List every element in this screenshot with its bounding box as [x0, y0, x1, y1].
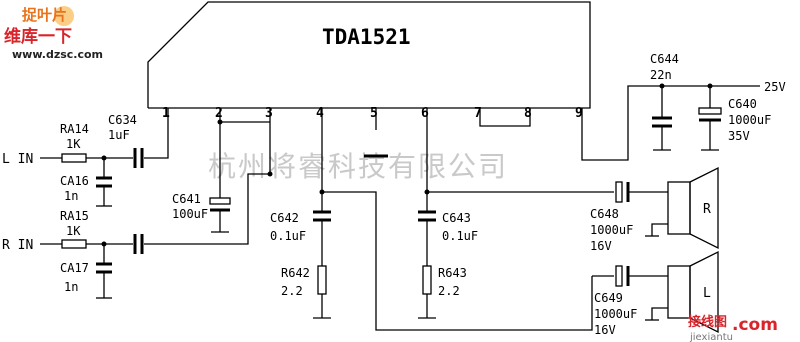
speaker-left-cone — [689, 250, 719, 334]
ca17-ref: CA17 — [60, 261, 89, 275]
speaker-right-return — [651, 223, 668, 236]
r643-resistor — [422, 265, 432, 295]
ca17-value: 1n — [64, 280, 78, 294]
brand-url: jiexiantu — [689, 332, 733, 342]
pin-6-label: 6 — [421, 106, 429, 121]
c644-value: 22n — [650, 68, 672, 82]
pin9-supply-wire — [581, 85, 760, 161]
speaker-right-body — [667, 181, 691, 235]
speaker-left-body — [667, 265, 691, 319]
brand-suffix: .com — [732, 315, 778, 335]
pin-2-label: 2 — [215, 106, 223, 121]
ra14-value: 1K — [66, 137, 81, 151]
r642-value: 2.2 — [281, 284, 303, 298]
ic-pin-labels: 1 2 3 4 5 6 7 8 9 — [162, 106, 583, 121]
ca16-ref: CA16 — [60, 174, 89, 188]
c641-value: 100uF — [172, 207, 208, 221]
c648-value: 1000uF — [590, 223, 633, 237]
brand-main: 接线图 — [688, 314, 727, 330]
c640-voltage: 35V — [728, 129, 750, 143]
ra15-resistor — [61, 239, 87, 249]
ic-outline — [147, 1, 591, 109]
left-input-label: L IN — [2, 152, 33, 167]
c648-ref: C648 — [590, 207, 619, 221]
c634-value: 1uF — [108, 128, 130, 142]
r642-ref: R642 — [281, 266, 310, 280]
r642-resistor — [317, 265, 327, 295]
c649-capacitor — [615, 265, 623, 287]
logo-line2: 维库一下 — [4, 26, 72, 47]
pin-9-label: 9 — [575, 106, 583, 121]
ic-name: TDA1521 — [322, 25, 411, 49]
c648-capacitor — [615, 181, 623, 203]
logo-url: www.dzsc.com — [12, 48, 103, 61]
ra14-resistor — [61, 153, 87, 163]
supply-voltage: 25V — [764, 80, 786, 94]
watermark-company: 杭州将睿科技有限公司 — [208, 150, 508, 183]
pin-1-label: 1 — [162, 106, 170, 121]
c642-ref: C642 — [270, 211, 299, 225]
speaker-left-return — [651, 307, 668, 320]
c649-value: 1000uF — [594, 307, 637, 321]
pin4-to-left-speaker — [322, 191, 593, 331]
c634-ref: C634 — [108, 113, 137, 127]
speaker-right-label: R — [703, 202, 711, 217]
ra15-ref: RA15 — [60, 209, 89, 223]
r643-value: 2.2 — [438, 284, 460, 298]
speaker-right-cone — [689, 166, 719, 250]
pin-3-label: 3 — [265, 106, 273, 121]
pin-4-label: 4 — [316, 106, 324, 121]
pin-8-label: 8 — [524, 106, 532, 121]
c640-value: 1000uF — [728, 113, 771, 127]
c649-voltage: 16V — [594, 323, 616, 337]
dzsc-logo: 捉叶片 维库一下 www.dzsc.com — [4, 6, 103, 61]
logo-line1: 捉叶片 — [22, 6, 67, 24]
pin-7-label: 7 — [474, 106, 482, 121]
c648-voltage: 16V — [590, 239, 612, 253]
ca16-value: 1n — [64, 189, 78, 203]
pin1-wire — [144, 108, 169, 159]
right-input-label: R IN — [2, 238, 33, 253]
c643-ref: C643 — [442, 211, 471, 225]
jiexiantu-brand: 接线图 .com jiexiantu — [688, 314, 778, 342]
c641-capacitor — [209, 197, 231, 205]
logo-badge-icon — [54, 6, 74, 26]
pin7-pin8-wire — [479, 108, 531, 127]
pin-5-label: 5 — [370, 106, 378, 121]
pin3-bus — [144, 173, 270, 245]
c642-value: 0.1uF — [270, 229, 306, 243]
c649-ref: C649 — [594, 291, 623, 305]
c640-capacitor — [698, 107, 722, 115]
ra14-ref: RA14 — [60, 122, 89, 136]
c643-value: 0.1uF — [442, 229, 478, 243]
c640-ref: C640 — [728, 97, 757, 111]
ra15-value: 1K — [66, 224, 81, 238]
c641-ref: C641 — [172, 192, 201, 206]
c644-ref: C644 — [650, 52, 679, 66]
speaker-left-label: L — [703, 286, 711, 301]
r643-ref: R643 — [438, 266, 467, 280]
